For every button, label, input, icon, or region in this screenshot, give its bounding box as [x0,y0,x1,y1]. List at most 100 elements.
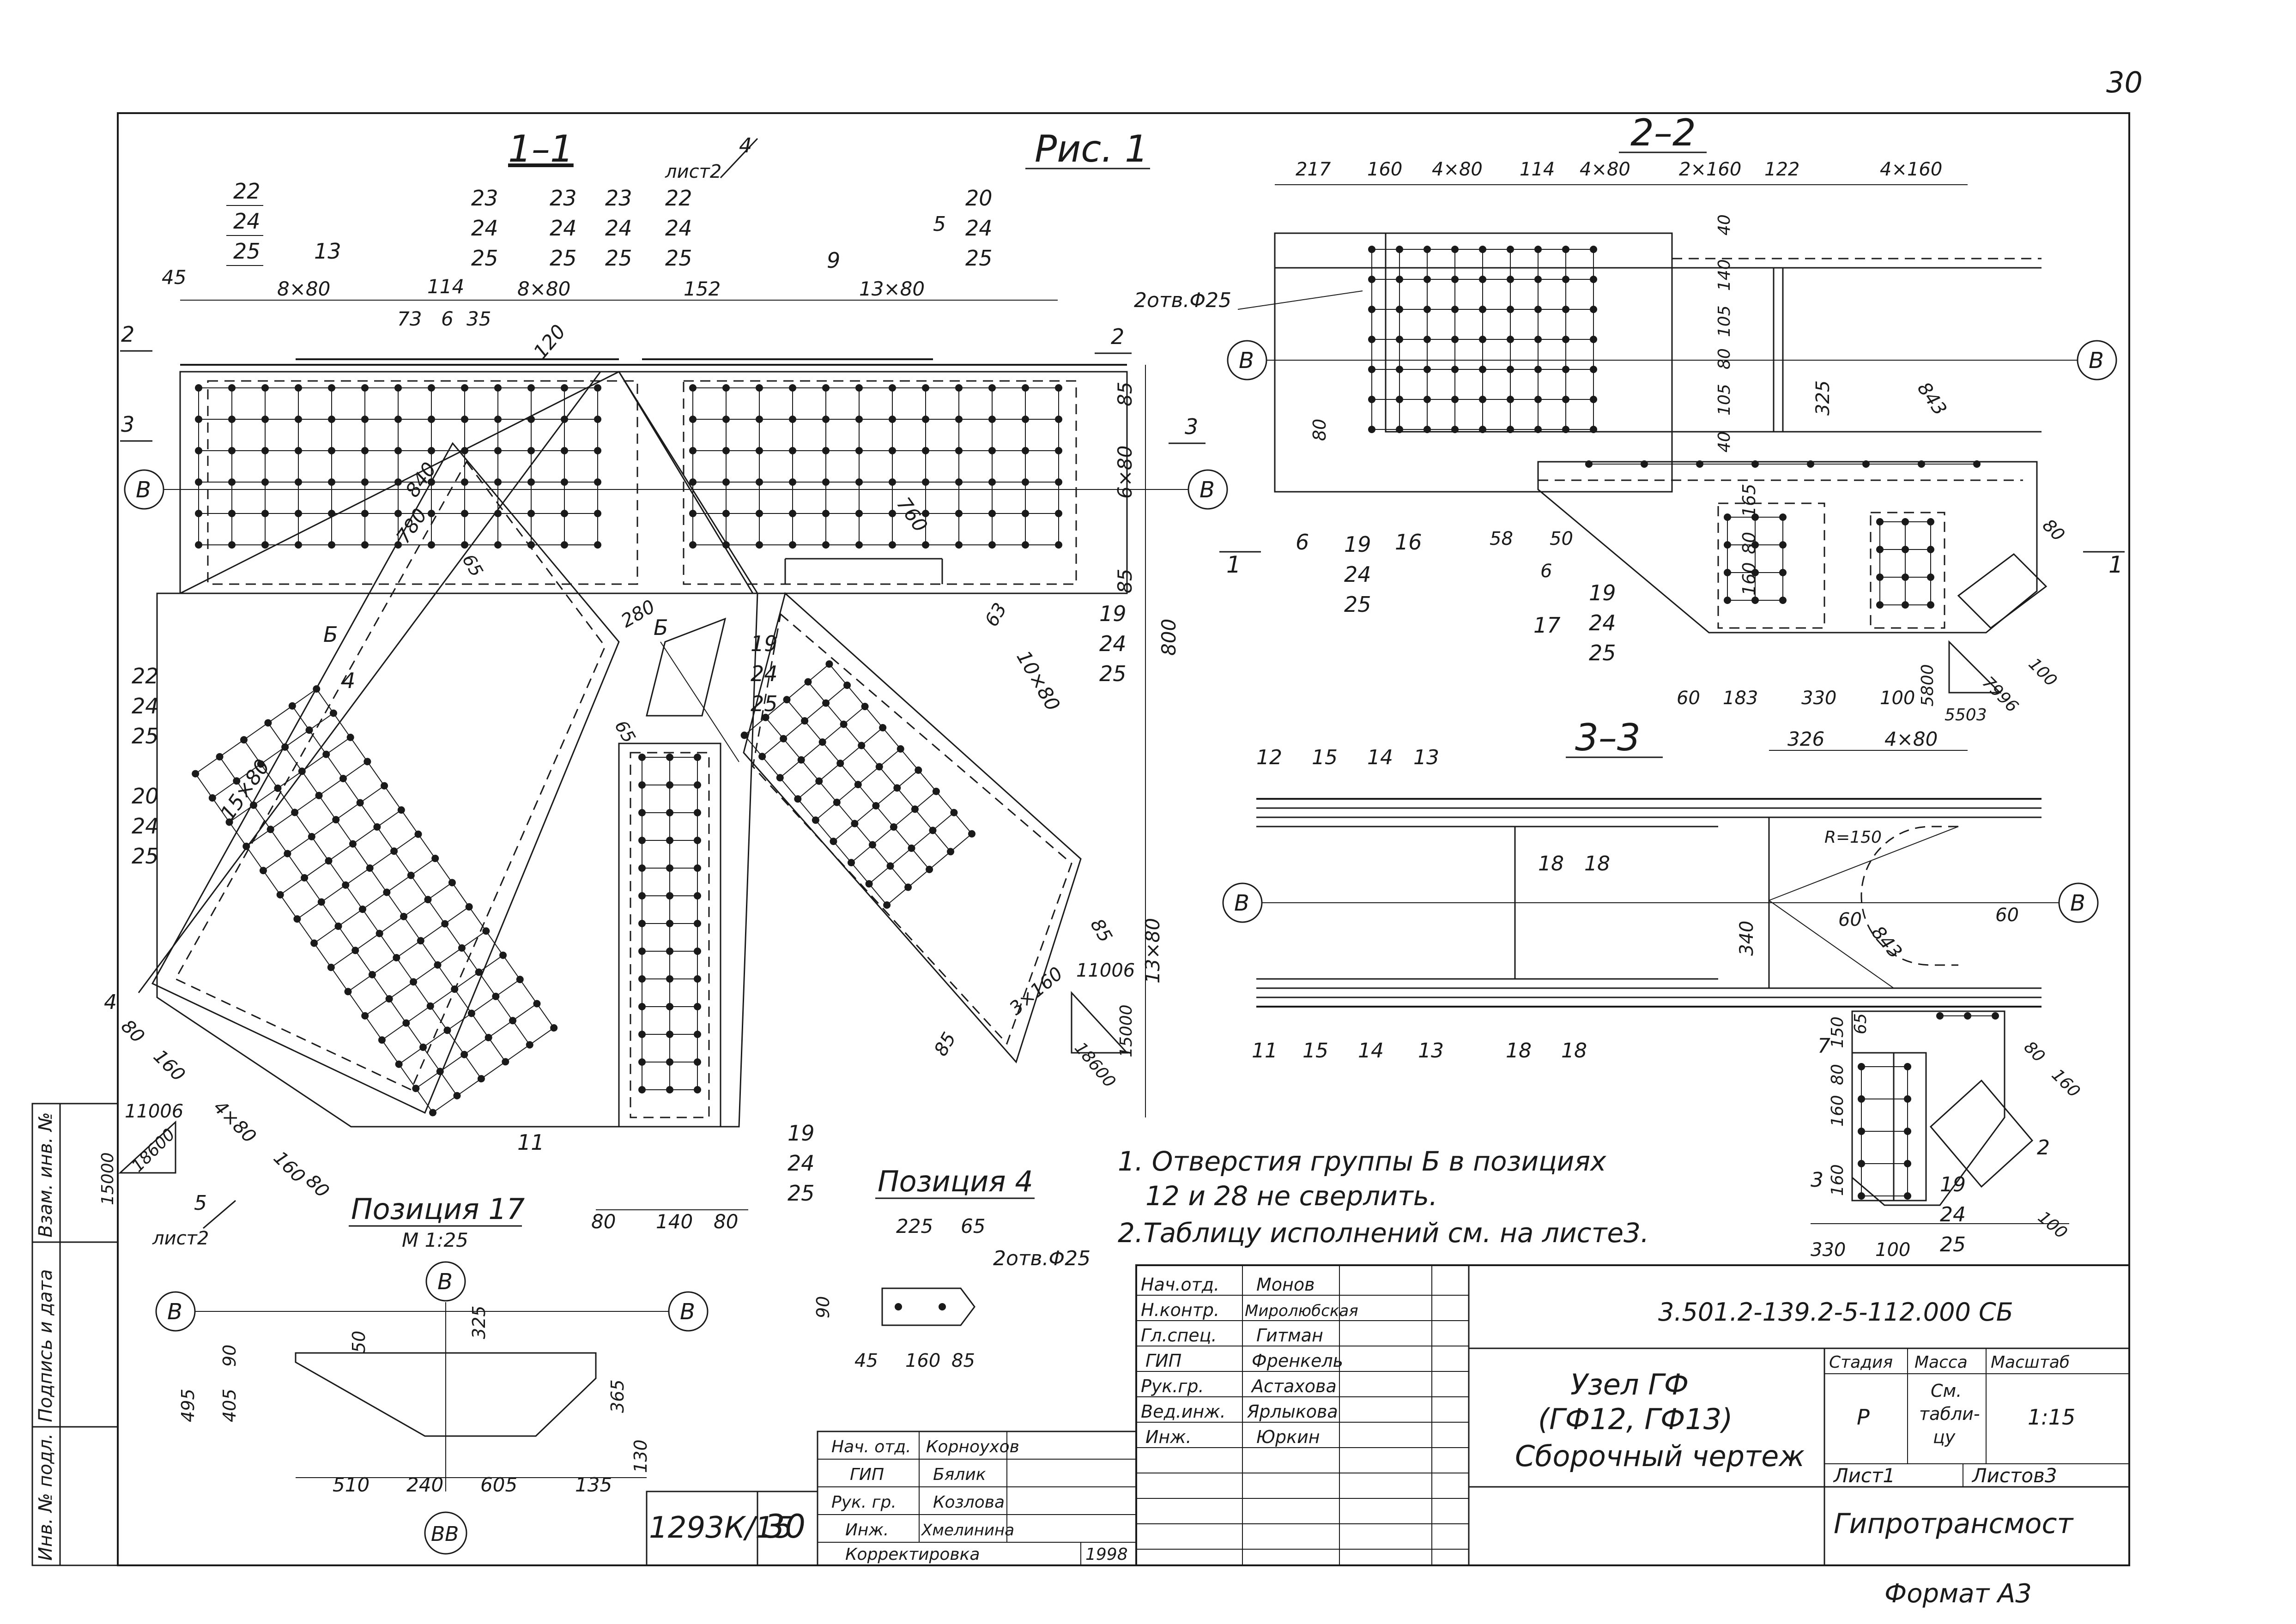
svg-text:15: 15 [1312,746,1338,769]
svg-text:Н.контр.: Н.контр. [1141,1300,1219,1320]
svg-text:Бялик: Бялик [933,1465,986,1484]
svg-text:ГИП: ГИП [1145,1351,1181,1371]
svg-text:85: 85 [1114,569,1136,593]
svg-text:85: 85 [930,1029,960,1060]
svg-text:65: 65 [458,551,487,580]
svg-text:Корректировка: Корректировка [845,1545,980,1564]
svg-text:6×80: 6×80 [1114,446,1136,499]
svg-text:25: 25 [665,246,692,271]
svg-text:23: 23 [471,186,498,211]
bolt-holes-1-1 [195,384,1062,549]
svg-text:45: 45 [162,266,186,289]
svg-text:152: 152 [684,278,721,300]
svg-text:Масса: Масса [1914,1353,1968,1372]
svg-text:В: В [136,477,151,503]
svg-text:Инж.: Инж. [845,1521,889,1539]
section-2-2-title: 2–2 [1630,111,1696,154]
svg-text:45: 45 [854,1350,878,1371]
svg-text:Рук.гр.: Рук.гр. [1141,1376,1204,1396]
bolt-hole [1992,1012,1999,1020]
pos17-plate [295,1302,597,1491]
label-11: 11 [517,1130,545,1155]
svg-text:Вед.инж.: Вед.инж. [1141,1401,1226,1422]
svg-text:19: 19 [788,1121,815,1146]
svg-text:25: 25 [965,246,993,271]
note-2: 2.Таблицу исполнений см. на листе3. [1118,1217,1649,1249]
view-3-3-body [1256,798,2042,1008]
sign-date-label: Подпись и дата [35,1269,56,1422]
svg-text:605: 605 [480,1473,517,1496]
section-1-1-title: 1–1 [508,127,574,170]
bolt-hole [1590,426,1597,433]
svg-text:80: 80 [1715,348,1734,369]
svg-text:25: 25 [1344,592,1371,617]
svg-text:5503: 5503 [1945,706,1987,724]
svg-text:25: 25 [605,246,632,271]
svg-text:80: 80 [2020,1038,2048,1066]
slope-triangle-11-left: 11006 18600 15000 [98,1101,183,1205]
axis-bubble-11-right: В [1187,469,1228,510]
svg-text:150: 150 [1828,1016,1847,1048]
svg-text:4×80: 4×80 [1432,159,1483,180]
svg-text:105: 105 [1715,384,1734,416]
svg-text:120: 120 [529,320,570,363]
svg-text:160: 160 [1739,562,1759,596]
svg-text:25: 25 [1589,640,1616,665]
svg-text:50: 50 [349,1331,369,1353]
svg-text:В: В [680,1299,695,1325]
leader-stack-22-right: 22 24 25 [665,186,692,271]
svg-text:405: 405 [219,1389,240,1422]
bolt-hole [1055,541,1062,549]
doc-code: 3.501.2-139.2-5-112.000 СБ [1658,1298,2013,1327]
leader-stack-22-left: 22 24 25 [226,179,263,266]
svg-text:Гл.спец.: Гл.спец. [1141,1325,1217,1346]
label-b-a: Б [323,622,338,647]
svg-text:2×160: 2×160 [1679,159,1741,180]
svg-text:8×80: 8×80 [277,278,330,300]
svg-text:Стадия: Стадия [1829,1353,1893,1372]
svg-text:14: 14 [1367,746,1393,769]
svg-text:73: 73 [397,308,422,330]
svg-text:25: 25 [1940,1233,1966,1256]
svg-text:35: 35 [466,308,491,330]
svg-text:25: 25 [471,246,498,271]
svg-text:18: 18 [1561,1039,1587,1063]
svg-text:85: 85 [951,1350,975,1371]
svg-text:25: 25 [132,724,159,749]
svg-text:22: 22 [233,179,260,204]
inv-replace-label: Взам. инв. № [35,1112,56,1238]
svg-text:18600: 18600 [128,1125,179,1176]
svg-text:18: 18 [1584,852,1610,875]
svg-text:495: 495 [178,1389,198,1422]
svg-text:5800: 5800 [1918,664,1937,706]
svg-text:160: 160 [149,1046,189,1086]
view-2-2-body [1274,232,2048,634]
svg-text:Масштаб: Масштаб [1991,1353,2070,1372]
svg-text:24: 24 [132,694,159,718]
svg-text:340: 340 [1736,921,1757,956]
svg-text:См.: См. [1931,1381,1962,1401]
svg-text:1998: 1998 [1085,1545,1128,1564]
svg-text:19: 19 [1940,1173,1966,1196]
svg-text:В: В [1239,348,1254,374]
svg-text:60: 60 [1677,688,1700,709]
dims-2-2-top: 217 160 4×80 114 4×80 2×160 122 4×160 [1275,159,1968,185]
bolt-hole [1927,601,1934,609]
leader-stack-19-22: 19 24 25 [1344,532,1371,617]
note-1a: 1. Отверстия группы Б в позициях [1118,1146,1606,1177]
svg-text:510: 510 [333,1473,370,1496]
svg-text:13: 13 [1418,1039,1444,1063]
sheet-id: 1293К/15 30 [646,1491,818,1566]
svg-text:24: 24 [233,209,260,234]
svg-text:Нач. отд.: Нач. отд. [831,1437,911,1456]
svg-text:23: 23 [605,186,632,211]
svg-text:В: В [2070,890,2085,916]
svg-text:6: 6 [1540,561,1552,582]
figure-label: Рис. 1 [1035,127,1148,170]
bolt-hole [594,541,601,549]
svg-text:50: 50 [1550,528,1573,549]
svg-text:65: 65 [1851,1013,1870,1034]
svg-text:Френкель: Френкель [1252,1351,1343,1371]
pos17-axis-right: В [668,1291,709,1332]
svg-text:135: 135 [575,1473,612,1496]
